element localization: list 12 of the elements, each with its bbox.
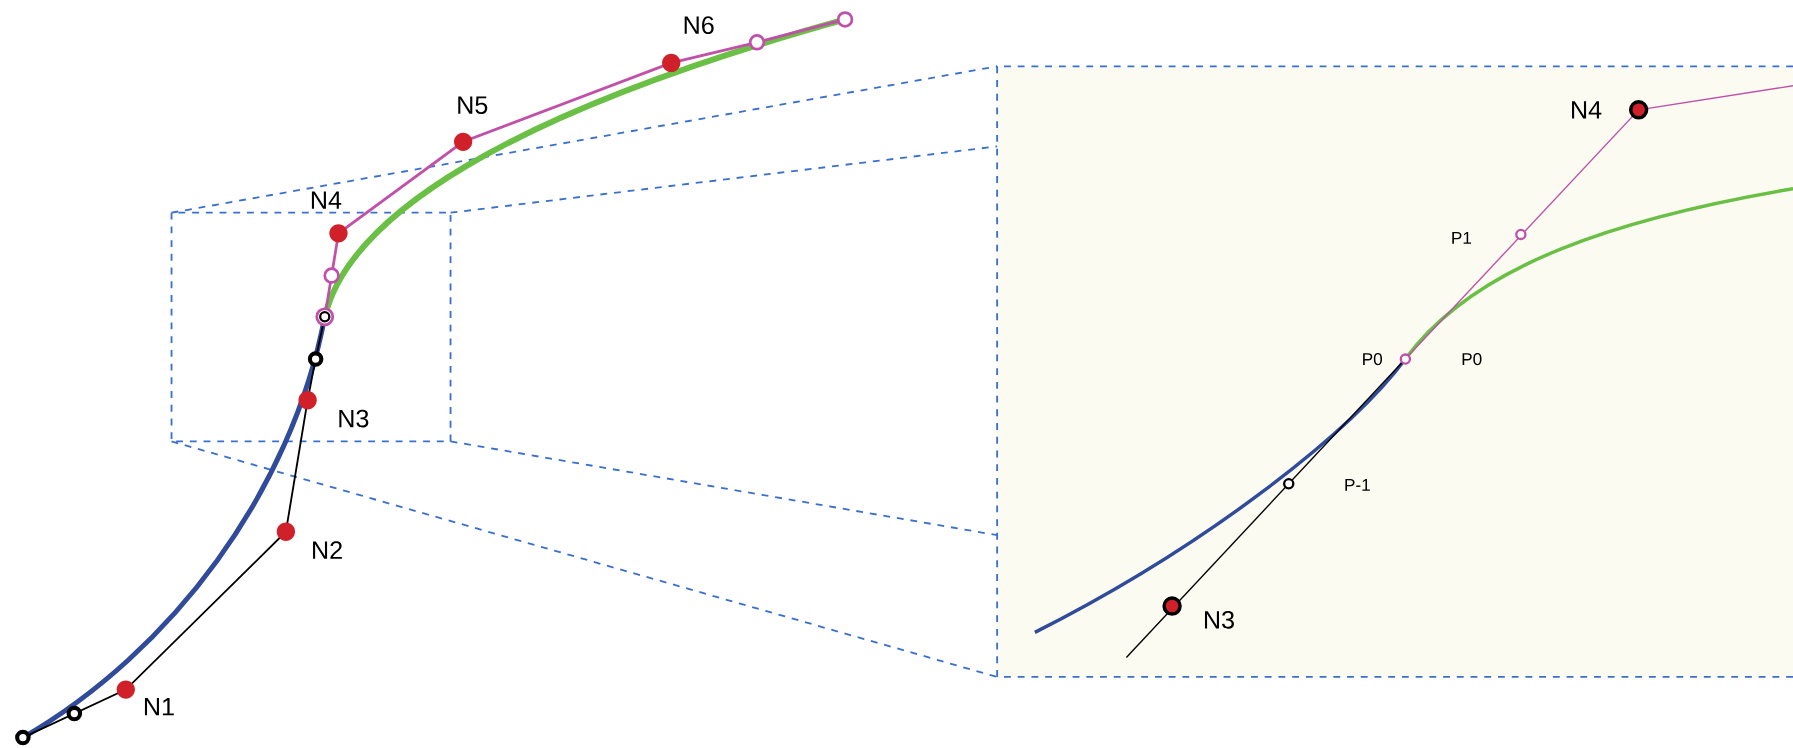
- point-label: P-1: [1345, 479, 1370, 491]
- point-label: P0: [1363, 353, 1382, 366]
- point-label: N3: [339, 409, 369, 428]
- point-label: N4: [1572, 101, 1602, 119]
- point-label: N5: [458, 96, 488, 115]
- point-label: N4: [311, 191, 342, 209]
- point-label: N1: [144, 698, 174, 716]
- point-label: P1: [1452, 232, 1472, 244]
- point-label: N6: [684, 16, 714, 35]
- point-label: N2: [313, 541, 342, 559]
- point-label: N3: [1205, 611, 1234, 629]
- point-label: P0: [1462, 353, 1482, 366]
